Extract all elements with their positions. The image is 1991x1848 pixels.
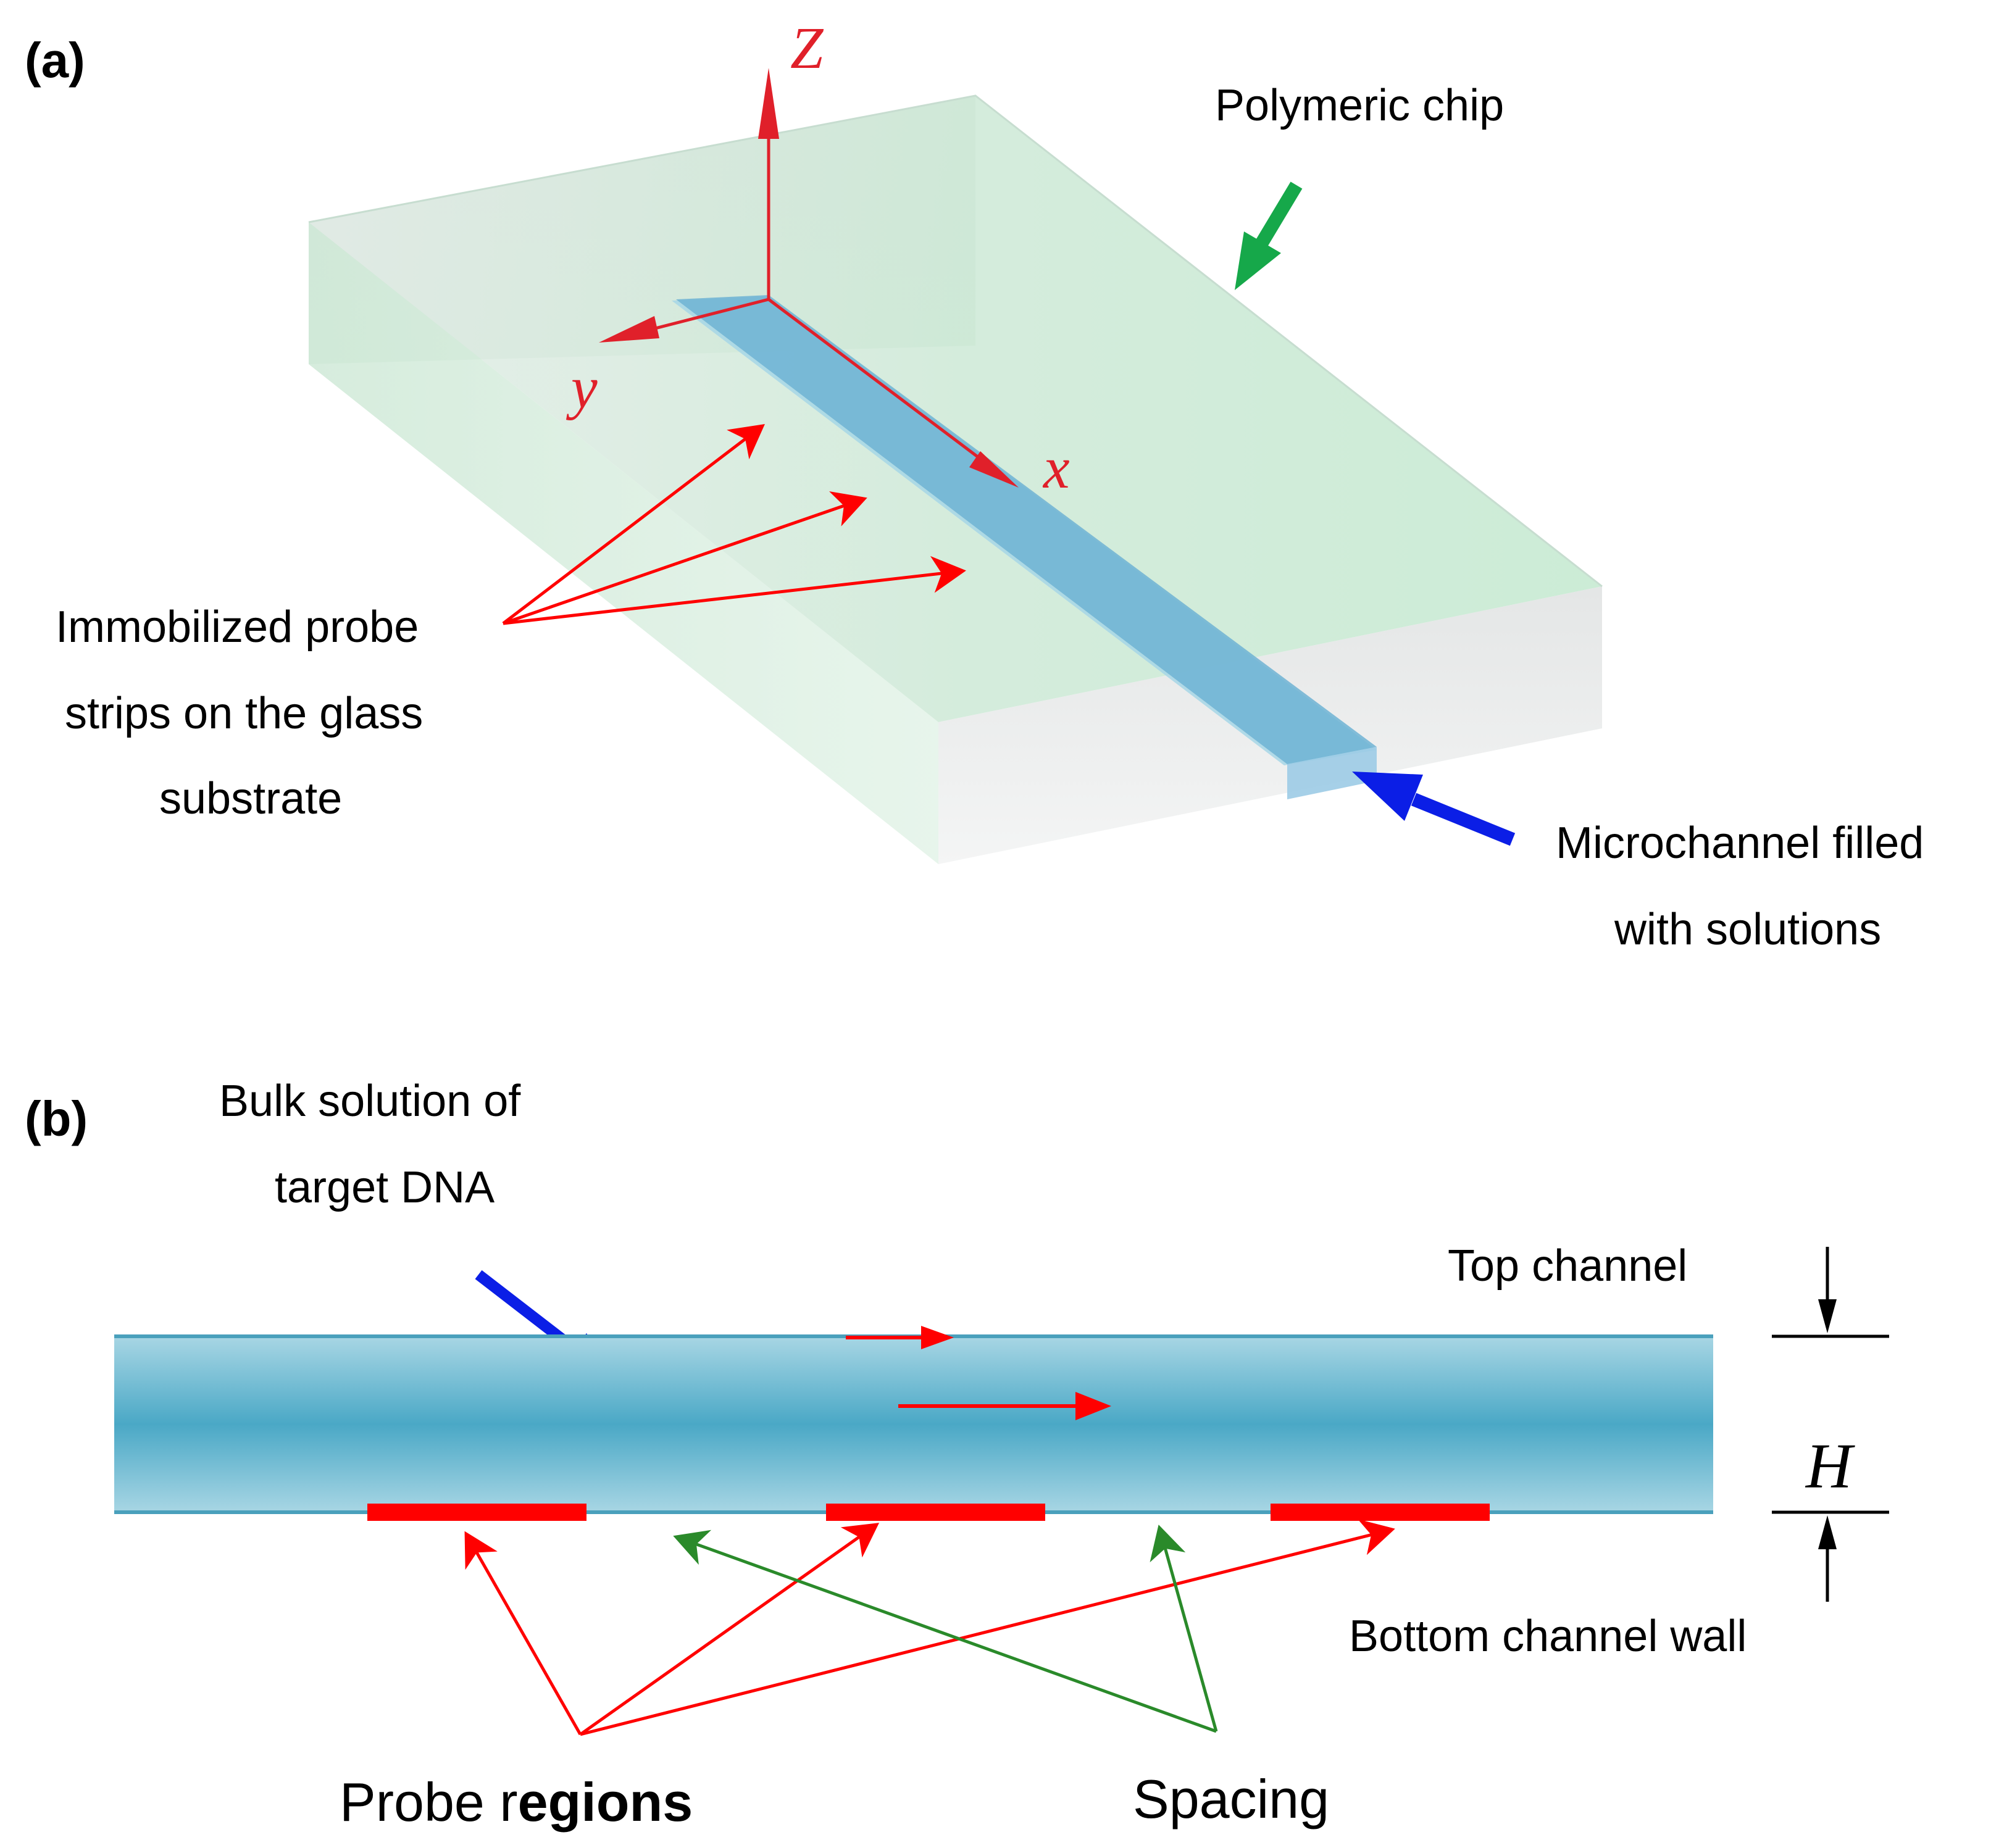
probe-strips-line-3: substrate bbox=[159, 774, 342, 823]
spacing-label: Spacing bbox=[1133, 1768, 1329, 1829]
z-axis-arrowhead bbox=[758, 68, 779, 139]
channel-cross-section bbox=[114, 1334, 1713, 1514]
probe-regions-label-bold: egions bbox=[518, 1771, 693, 1833]
microchannel-label-line-2: with solutions bbox=[1614, 905, 1881, 954]
z-axis-label: Z bbox=[790, 15, 824, 81]
probe-strip-arrows bbox=[502, 423, 966, 625]
microchannel-arrow bbox=[1352, 772, 1516, 846]
probe-regions bbox=[367, 1504, 1490, 1521]
microchannel bbox=[672, 295, 1377, 799]
microchannel-end bbox=[1287, 747, 1377, 799]
microchannel-top bbox=[676, 295, 1377, 764]
top-channel-label: Top channel bbox=[1448, 1241, 1687, 1291]
probe-region bbox=[826, 1504, 1045, 1521]
probe-region bbox=[1271, 1504, 1490, 1521]
probe-regions-label: Probe regions bbox=[340, 1771, 693, 1833]
flow-arrows bbox=[846, 1326, 1111, 1420]
polymeric-chip-label: Polymeric chip bbox=[1215, 81, 1504, 130]
bulk-solution-line-2: target DNA bbox=[275, 1163, 495, 1212]
panel-b-label: (b) bbox=[25, 1091, 88, 1146]
channel-body bbox=[114, 1336, 1713, 1512]
panel-a-label: (a) bbox=[25, 33, 85, 88]
x-axis-arrowhead bbox=[969, 451, 1019, 488]
probe-strips-line-2: strips on the glass bbox=[65, 689, 423, 738]
probe-region bbox=[367, 1504, 586, 1521]
bulk-solution-line-1: Bulk solution of bbox=[219, 1076, 521, 1126]
chip-top-face bbox=[309, 96, 1602, 722]
height-symbol: H bbox=[1805, 1431, 1855, 1502]
y-axis-label: y bbox=[566, 354, 598, 420]
probe-region-arrows bbox=[464, 1519, 1395, 1736]
y-axis-arrowhead bbox=[599, 316, 659, 343]
coordinate-axes: Z y x bbox=[566, 15, 1070, 501]
y-axis bbox=[635, 298, 769, 335]
chip-left-wall bbox=[309, 222, 938, 864]
x-axis bbox=[767, 298, 1008, 480]
bottom-wall-label: Bottom channel wall bbox=[1349, 1612, 1747, 1661]
height-dimension: H bbox=[1772, 1247, 1889, 1602]
microchannel-label-line-1: Microchannel filled bbox=[1556, 818, 1924, 868]
spacing-arrows bbox=[673, 1525, 1218, 1733]
probe-regions-label-normal: Probe r bbox=[340, 1771, 518, 1833]
bottom-dimension-arrowhead bbox=[1818, 1515, 1837, 1549]
top-dimension-arrowhead bbox=[1818, 1299, 1837, 1333]
x-axis-label: x bbox=[1042, 435, 1070, 501]
probe-strips-line-1: Immobilized probe bbox=[56, 602, 419, 652]
polymeric-chip-arrow bbox=[1235, 181, 1303, 290]
polymeric-chip bbox=[308, 94, 1603, 864]
